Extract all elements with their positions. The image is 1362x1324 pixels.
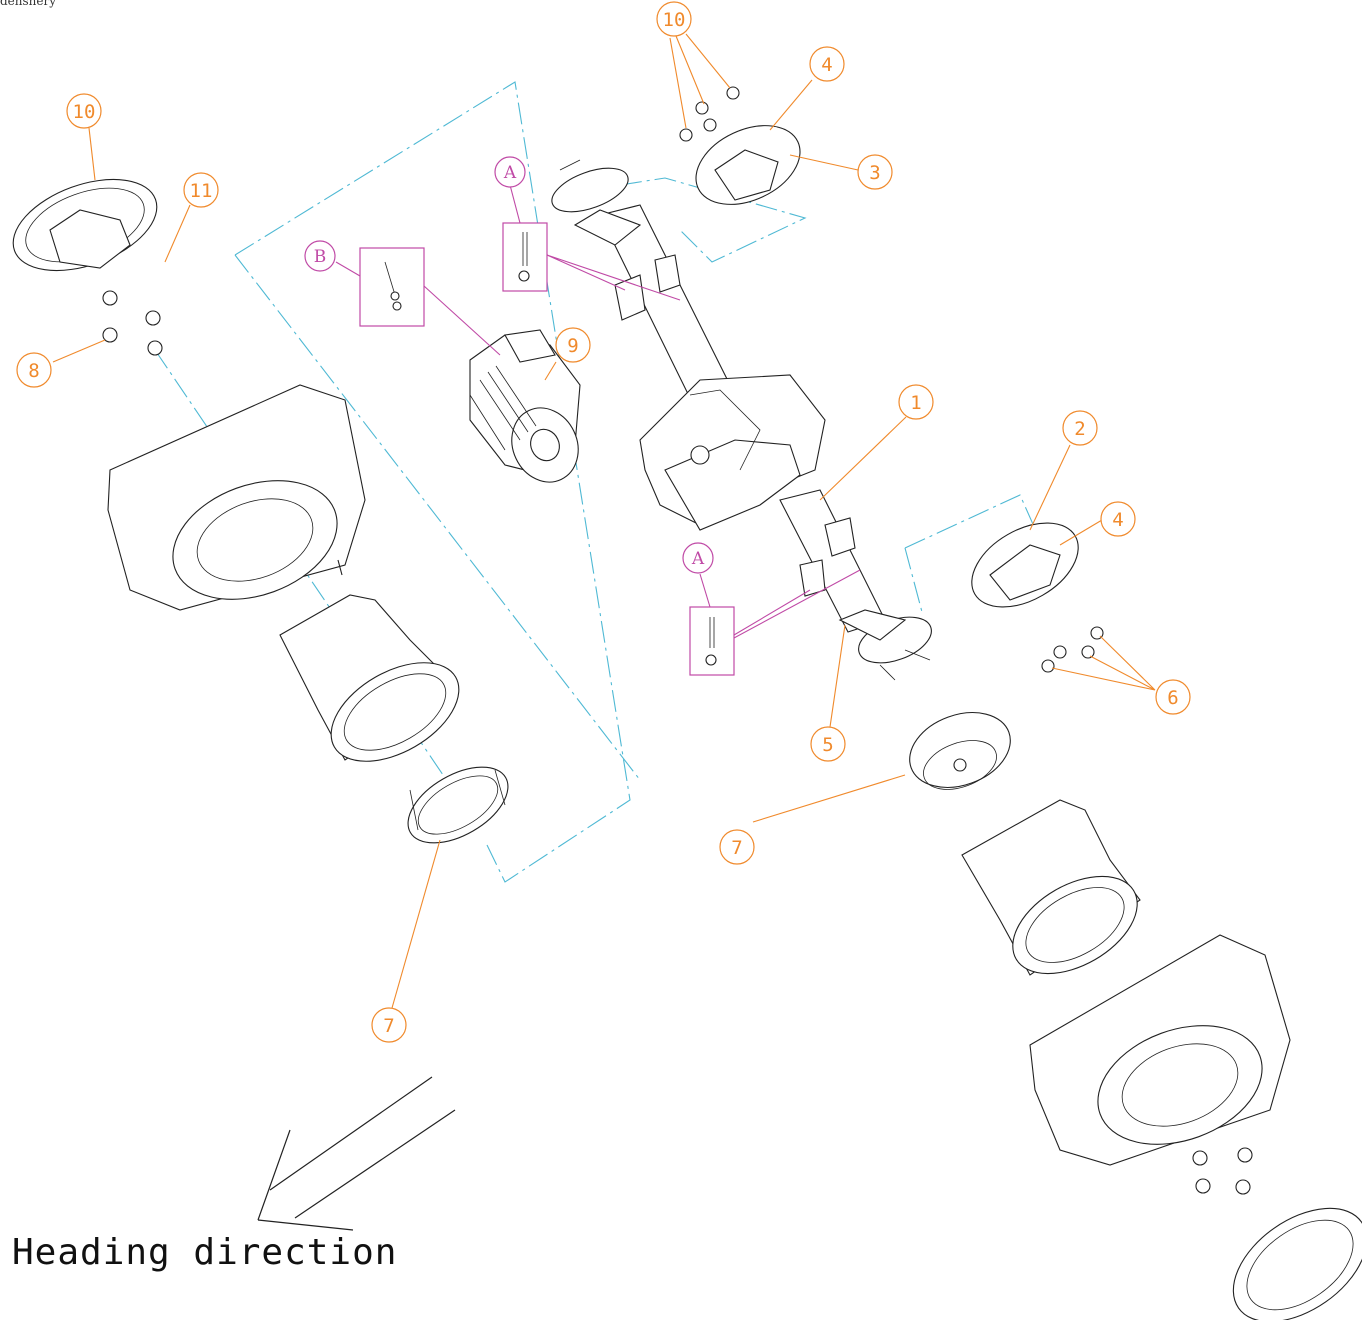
heading-arrow bbox=[257, 1076, 456, 1231]
left-tire bbox=[107, 384, 366, 611]
svg-text:5: 5 bbox=[822, 734, 833, 756]
heading-direction-label: Heading direction bbox=[12, 1232, 398, 1273]
electric-motor bbox=[469, 329, 581, 483]
callout-4-top: 4 bbox=[809, 46, 845, 82]
right-brake-drum bbox=[1192, 1147, 1362, 1323]
callout-10-top: 10 bbox=[656, 1, 692, 37]
detail-box-a-top bbox=[502, 184, 681, 301]
right-tire bbox=[1029, 934, 1291, 1166]
callout-3: 3 bbox=[857, 154, 893, 190]
svg-text:4: 4 bbox=[1112, 509, 1123, 531]
left-rim bbox=[279, 559, 460, 762]
detail-box-a-bottom bbox=[689, 569, 861, 676]
callout-8: 8 bbox=[16, 352, 52, 388]
callout-11: 11 bbox=[183, 172, 219, 208]
nut-cluster-top bbox=[679, 86, 740, 142]
svg-text:6: 6 bbox=[1167, 687, 1178, 709]
rear-axle-assembly bbox=[551, 159, 932, 681]
nut-cluster-right bbox=[1041, 626, 1104, 673]
callout-5: 5 bbox=[810, 726, 846, 762]
callout-2: 2 bbox=[1062, 410, 1098, 446]
callout-7-right: 7 bbox=[719, 829, 755, 865]
svg-text:2: 2 bbox=[1074, 418, 1085, 440]
callout-4-right: 4 bbox=[1100, 501, 1136, 537]
svg-text:4: 4 bbox=[821, 54, 832, 76]
svg-text:10: 10 bbox=[663, 9, 686, 31]
svg-text:A: A bbox=[503, 163, 517, 183]
callout-9: 9 bbox=[555, 327, 591, 363]
svg-text:7: 7 bbox=[731, 837, 742, 859]
callout-10-left: 10 bbox=[66, 93, 102, 129]
left-hub-ring bbox=[407, 766, 509, 844]
callout-a-top: A bbox=[494, 156, 526, 188]
svg-text:11: 11 bbox=[190, 180, 213, 202]
orange-leaders bbox=[52, 33, 1156, 1009]
callout-1: 1 bbox=[898, 384, 934, 420]
svg-text:3: 3 bbox=[869, 162, 880, 184]
right-brake-plates bbox=[695, 125, 1079, 608]
detail-box-b bbox=[335, 247, 501, 356]
callout-b: B bbox=[304, 240, 336, 272]
right-hub-ring bbox=[909, 712, 1011, 790]
corner-text: denshery bbox=[0, 0, 57, 8]
boundary-lines bbox=[154, 81, 1041, 883]
svg-text:A: A bbox=[691, 549, 705, 569]
callout-6: 6 bbox=[1155, 679, 1191, 715]
left-brake-drum bbox=[12, 178, 163, 356]
svg-text:8: 8 bbox=[28, 360, 39, 382]
svg-text:1: 1 bbox=[910, 392, 921, 414]
callout-7-left: 7 bbox=[371, 1007, 407, 1043]
svg-text:7: 7 bbox=[383, 1015, 394, 1037]
right-rim bbox=[961, 799, 1141, 976]
svg-text:10: 10 bbox=[73, 101, 96, 123]
svg-text:B: B bbox=[314, 247, 327, 267]
svg-text:9: 9 bbox=[567, 335, 578, 357]
callout-a-bottom: A bbox=[682, 542, 714, 574]
